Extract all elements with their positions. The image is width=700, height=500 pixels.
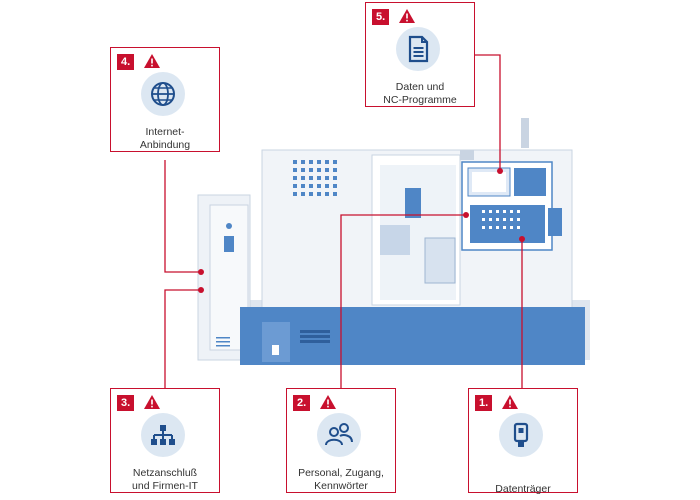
people-icon [317,413,361,457]
card-label-line2: NC-Programme [383,94,457,106]
card-label-line1: Netzanschluß [132,467,198,479]
warning-icon [144,54,160,68]
card-data-nc-programs: 5. Daten und NC-Programme [365,2,475,107]
card-number: 4. [117,54,135,70]
card-number: 1. [475,395,493,411]
warning-icon [320,395,336,409]
card-label-line2: Kennwörter [314,480,368,492]
connector-lines [164,54,523,390]
cnc-machine-illustration [197,118,590,365]
card-staff-access-passwords: 2. Personal, Zugang, Kennwörter [286,388,396,493]
card-number: 3. [117,395,135,411]
network-icon [141,413,185,457]
card-data-carrier: 1. Datenträger [468,388,578,495]
card-label-line2: Anbindung [139,139,191,151]
card-label-line2: und Firmen-IT [132,480,198,492]
card-label-line1: Daten und [395,81,445,93]
card-label-line1: Datenträger [495,483,551,495]
card-network-company-it: 3. Netzanschluß und Firmen-IT [110,388,220,493]
warning-icon [502,395,518,409]
card-number: 5. [372,9,390,25]
connector-dots [198,168,525,293]
card-label-line1: Internet- [145,126,185,138]
vent-grid [293,160,337,196]
card-label-line1: Personal, Zugang, [298,467,384,479]
usb-stick-icon [499,413,543,457]
warning-icon [144,395,160,409]
card-number: 2. [293,395,311,411]
card-internet-connection: 4. Internet- Anbindung [110,47,220,152]
warning-icon [399,9,415,23]
globe-icon [141,72,185,116]
document-icon [396,27,440,71]
